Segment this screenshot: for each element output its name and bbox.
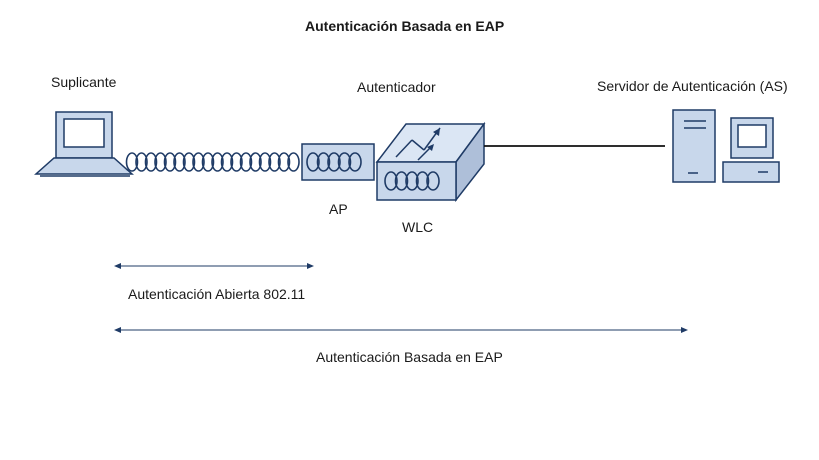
coil-loop [154, 152, 167, 172]
coil-loop [258, 152, 272, 172]
access-point-coil [306, 152, 362, 172]
coil-loop [287, 152, 300, 172]
wireless-link [125, 152, 300, 172]
coil-loop [327, 152, 341, 172]
diagram-title: Autenticación Basada en EAP [305, 18, 505, 34]
coil-loop [201, 152, 215, 172]
coil-loop [337, 152, 352, 172]
server-label: Servidor de Autenticación (AS) [597, 78, 788, 94]
eap-auth-span-arrow [114, 327, 688, 333]
wlc-icon [375, 121, 486, 203]
coil-loop [182, 152, 196, 172]
coil-loop [277, 152, 291, 172]
coil-loop [384, 171, 398, 191]
coil-loop [125, 152, 139, 172]
ap-label: AP [329, 201, 348, 217]
coil-loop [415, 171, 430, 191]
open-auth-label: Autenticación Abierta 802.11 [128, 286, 306, 302]
authenticator-label: Autenticador [357, 79, 436, 95]
coil-loop [394, 171, 409, 191]
coil-loop [239, 152, 253, 172]
access-point-icon [301, 143, 375, 181]
coil-loop [230, 152, 243, 172]
eap-auth-label: Autenticación Basada en EAP [316, 349, 503, 365]
laptop-icon [34, 111, 134, 177]
supplicant-label: Suplicante [51, 74, 117, 90]
coil-loop [173, 152, 186, 172]
coil-loop [220, 152, 234, 172]
coil-loop [268, 152, 281, 172]
coil-loop [426, 171, 440, 191]
coil-loop [306, 152, 320, 172]
coil-loop [405, 171, 419, 191]
open-auth-span-arrow [114, 263, 314, 269]
coil-loop [144, 152, 158, 172]
coil-loop [316, 152, 331, 172]
coil-loop [211, 152, 224, 172]
coil-loop [348, 152, 362, 172]
coil-loop [135, 152, 148, 172]
coil-loop [249, 152, 262, 172]
wlc-label: WLC [402, 219, 434, 235]
server-icon [672, 109, 716, 183]
coil-loop [192, 152, 205, 172]
wlc-coil [384, 171, 440, 191]
server-monitor-icon [722, 117, 780, 183]
coil-loop [163, 152, 177, 172]
